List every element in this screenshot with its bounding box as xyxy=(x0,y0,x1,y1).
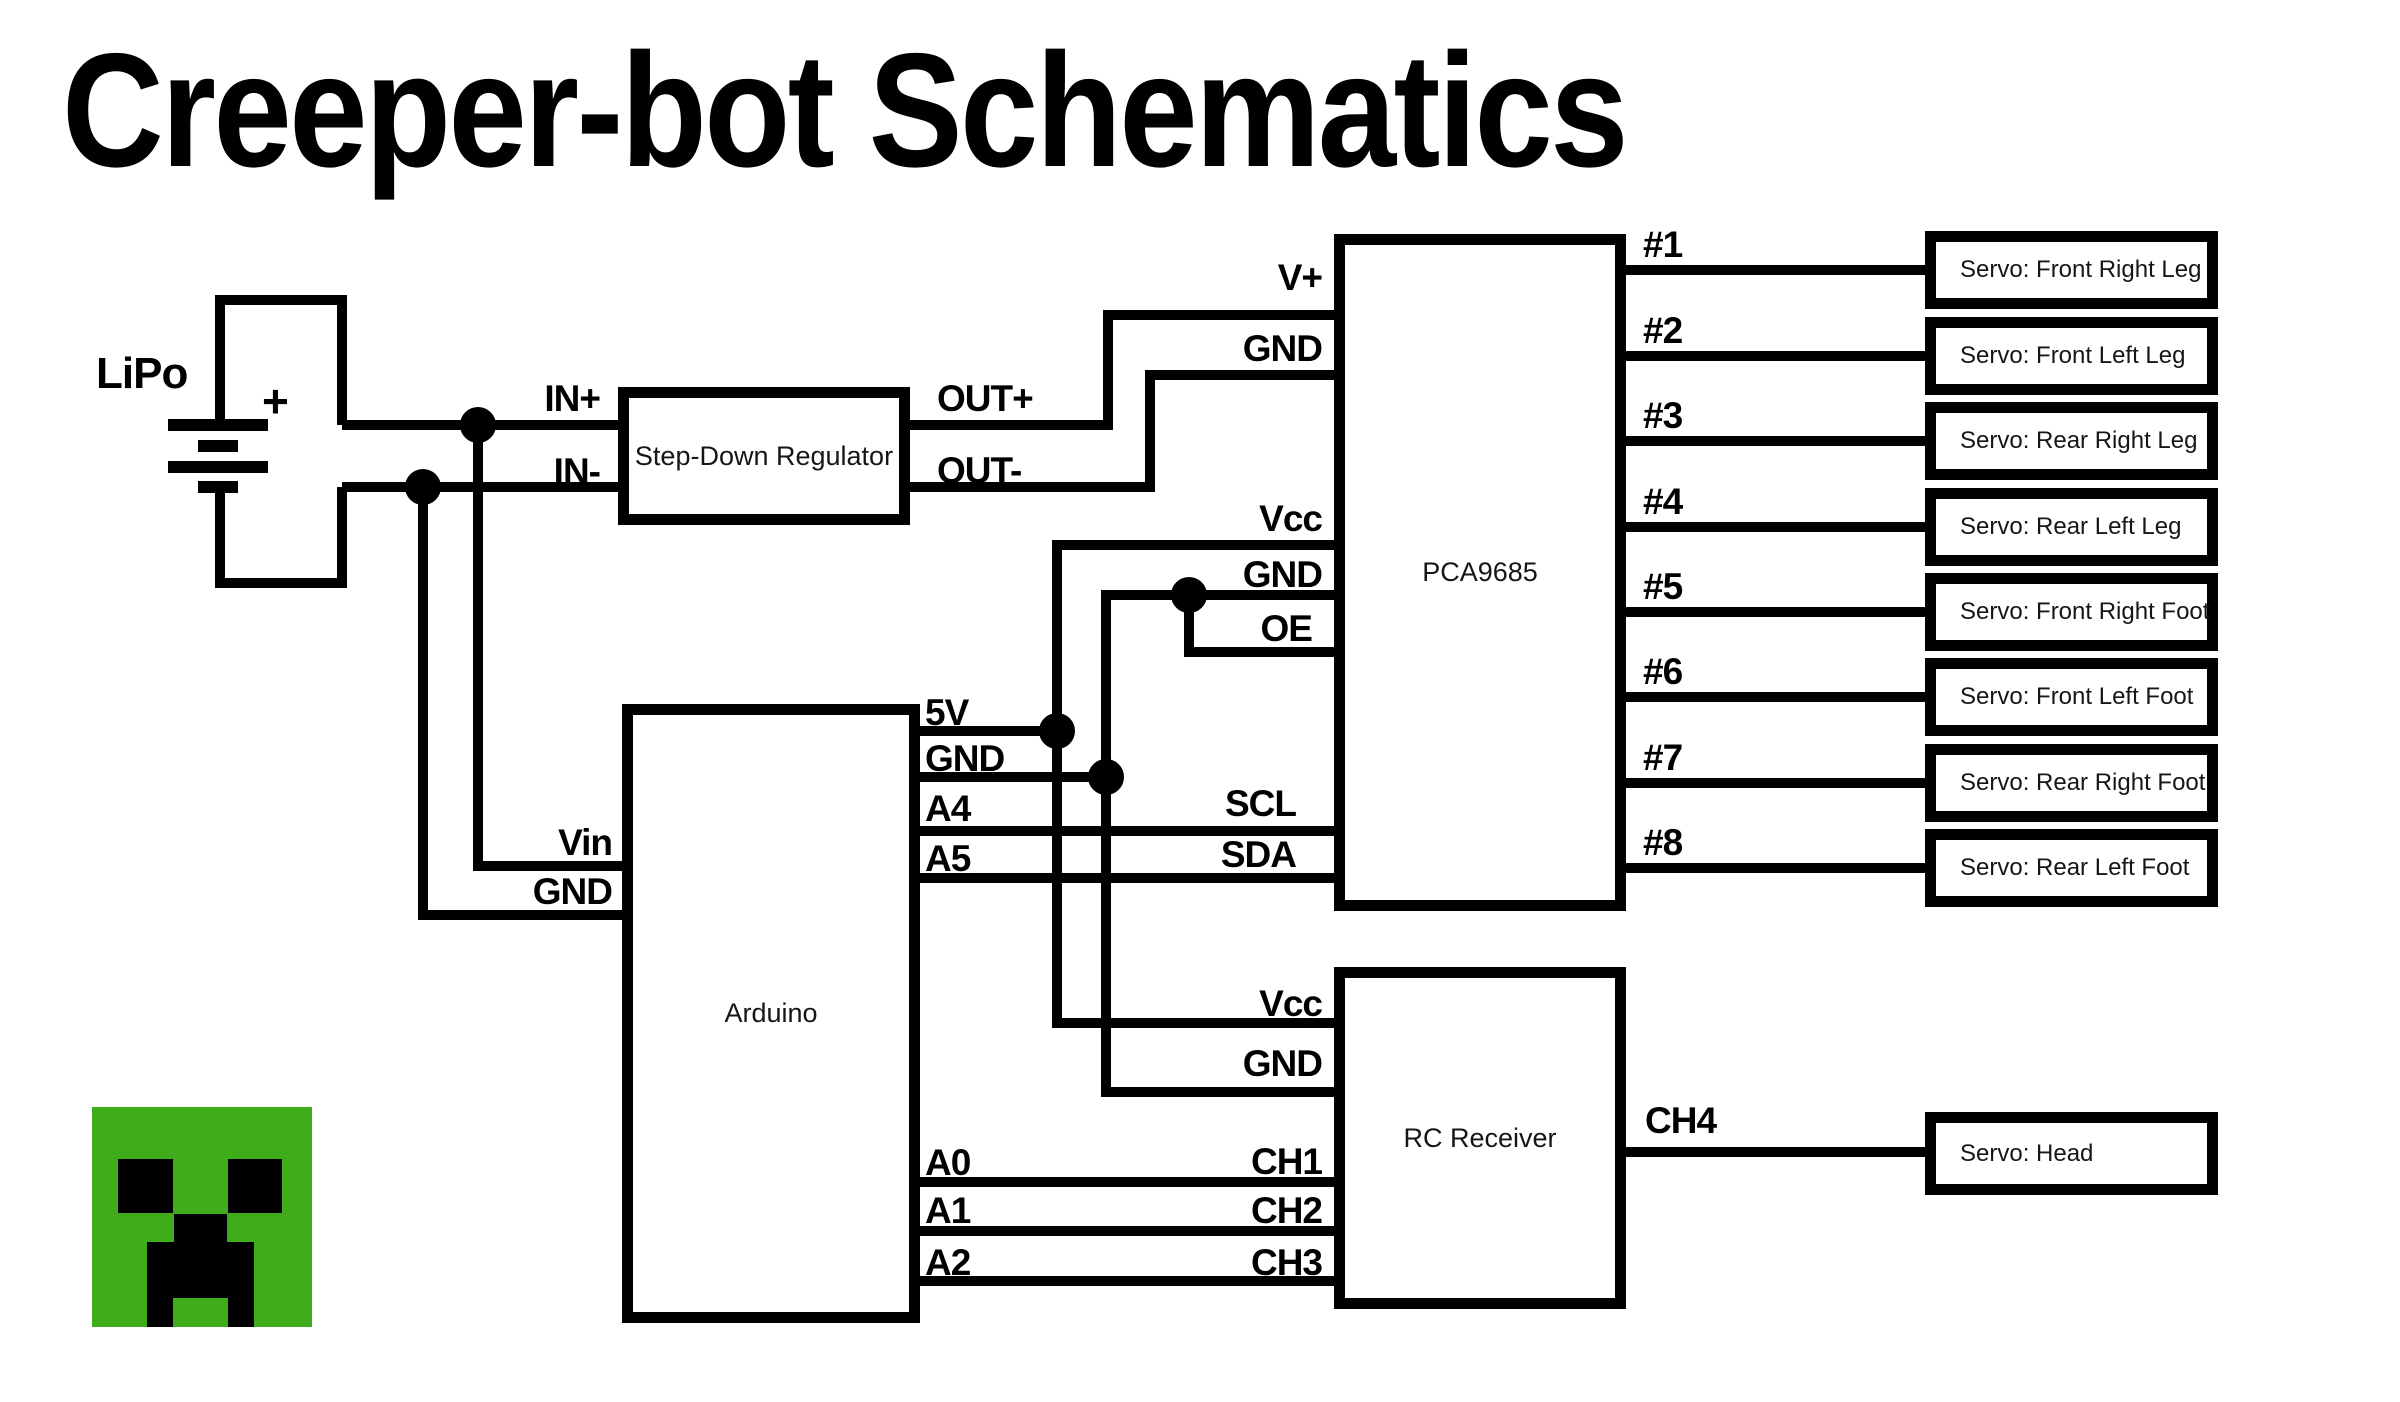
pin-label-a5: A5 xyxy=(925,838,971,879)
servo-box-front-right-leg: Servo: Front Right Leg xyxy=(1925,231,2218,309)
step-down-regulator-label: Step-Down Regulator xyxy=(634,440,894,471)
pin-label-arduino-gnd-right: GND xyxy=(925,738,1005,779)
rc-receiver-label: RC Receiver xyxy=(1403,1122,1557,1153)
junction-dot xyxy=(1039,713,1075,749)
servo-box-rear-right-leg: Servo: Rear Right Leg xyxy=(1925,402,2218,480)
servo-box-head: Servo: Head xyxy=(1925,1112,2218,1195)
battery-negative-loop xyxy=(215,487,347,588)
servo-label: Servo: Rear Left Foot xyxy=(1960,854,2190,881)
battery-polarity-label: + xyxy=(262,375,289,427)
output-label-6: #6 xyxy=(1643,651,1683,692)
wire-out-plus-vplus xyxy=(910,310,1334,430)
creeper-left-eye xyxy=(118,1159,173,1213)
wire-vin-branch xyxy=(473,425,622,871)
servo-box-rear-left-leg: Servo: Rear Left Leg xyxy=(1925,488,2218,566)
creeper-right-eye xyxy=(228,1159,282,1213)
servo-label: Servo: Front Right Foot xyxy=(1960,598,2210,625)
servo-label: Servo: Head xyxy=(1960,1139,2094,1167)
pin-label-rc-gnd: GND xyxy=(1242,1043,1323,1084)
pin-label-5v: 5V xyxy=(925,692,969,733)
pin-label-a0: A0 xyxy=(925,1142,971,1183)
pin-label-in-plus: IN+ xyxy=(544,378,601,419)
output-label-7: #7 xyxy=(1643,737,1683,778)
output-label-8: #8 xyxy=(1643,822,1683,863)
pin-label-vplus: V+ xyxy=(1277,257,1323,298)
servo-label: Servo: Rear Right Leg xyxy=(1960,427,2198,454)
wire-oe-tie xyxy=(1184,595,1334,657)
creeper-mouth-left-leg xyxy=(147,1298,173,1327)
pin-label-ch1: CH1 xyxy=(1250,1141,1323,1182)
servo-box-front-left-leg: Servo: Front Left Leg xyxy=(1925,317,2218,395)
creeper-mouth-right-leg xyxy=(228,1298,254,1327)
pin-label-out-plus: OUT+ xyxy=(937,378,1034,419)
output-label-2: #2 xyxy=(1643,310,1683,351)
battery-positive-loop xyxy=(215,295,347,425)
pca9685-box: PCA9685 xyxy=(1334,234,1626,911)
pin-label-ch4: CH4 xyxy=(1645,1100,1717,1141)
pin-label-ch2: CH2 xyxy=(1250,1190,1323,1231)
pin-label-out-minus: OUT- xyxy=(937,450,1022,491)
pin-label-pca-vcc: Vcc xyxy=(1259,498,1323,539)
pca9685-label: PCA9685 xyxy=(1422,557,1538,587)
pin-label-arduino-gnd-left: GND xyxy=(532,871,613,912)
pin-label-oe: OE xyxy=(1260,608,1313,649)
wire-out-minus-gnd xyxy=(910,370,1334,492)
servo-box-rear-right-foot: Servo: Rear Right Foot xyxy=(1925,744,2218,822)
wire-gnd-bus xyxy=(1101,590,1334,1097)
pin-label-scl: SCL xyxy=(1225,783,1297,824)
wire-vcc-bus xyxy=(1052,540,1334,1028)
pin-label-pca-gnd-mid: GND xyxy=(1242,554,1323,595)
servo-label: Servo: Front Right Leg xyxy=(1960,256,2202,283)
pin-label-sda: SDA xyxy=(1220,834,1297,875)
output-label-3: #3 xyxy=(1643,395,1683,436)
servo-label: Servo: Front Left Foot xyxy=(1960,683,2194,710)
pin-label-ch3: CH3 xyxy=(1250,1242,1323,1283)
battery-label: LiPo xyxy=(96,349,188,398)
servo-box-front-left-foot: Servo: Front Left Foot xyxy=(1925,658,2218,736)
junction-dot xyxy=(405,469,441,505)
arduino-box: Arduino xyxy=(622,704,920,1323)
junction-dot xyxy=(1088,759,1124,795)
step-down-regulator-box: Step-Down Regulator xyxy=(618,387,910,525)
wire-gnd-branch xyxy=(418,487,622,920)
servo-label: Servo: Front Left Leg xyxy=(1960,342,2186,369)
pin-label-rc-vcc: Vcc xyxy=(1259,983,1323,1024)
servo-box-front-right-foot: Servo: Front Right Foot xyxy=(1925,573,2218,651)
pin-label-vin: Vin xyxy=(558,822,613,863)
junction-dot xyxy=(1171,577,1207,613)
arduino-label: Arduino xyxy=(724,998,818,1028)
creeper-face-icon xyxy=(92,1107,312,1327)
pin-label-in-minus: IN- xyxy=(553,451,601,492)
pin-label-a2: A2 xyxy=(925,1242,971,1283)
servo-label: Servo: Rear Right Foot xyxy=(1960,769,2206,796)
output-label-5: #5 xyxy=(1643,566,1683,607)
creeper-nose xyxy=(174,1214,227,1243)
pin-label-pca-gnd-top: GND xyxy=(1242,328,1323,369)
junction-dot xyxy=(460,407,496,443)
servo-box-rear-left-foot: Servo: Rear Left Foot xyxy=(1925,829,2218,907)
pin-label-a4: A4 xyxy=(925,788,971,829)
creeper-mouth xyxy=(147,1242,254,1298)
rc-receiver-box: RC Receiver xyxy=(1334,967,1626,1309)
output-label-4: #4 xyxy=(1643,481,1683,522)
servo-label: Servo: Rear Left Leg xyxy=(1960,513,2182,540)
page-title: Creeper-bot Schematics xyxy=(62,20,1629,201)
output-label-1: #1 xyxy=(1643,224,1683,265)
pin-label-a1: A1 xyxy=(925,1190,971,1231)
